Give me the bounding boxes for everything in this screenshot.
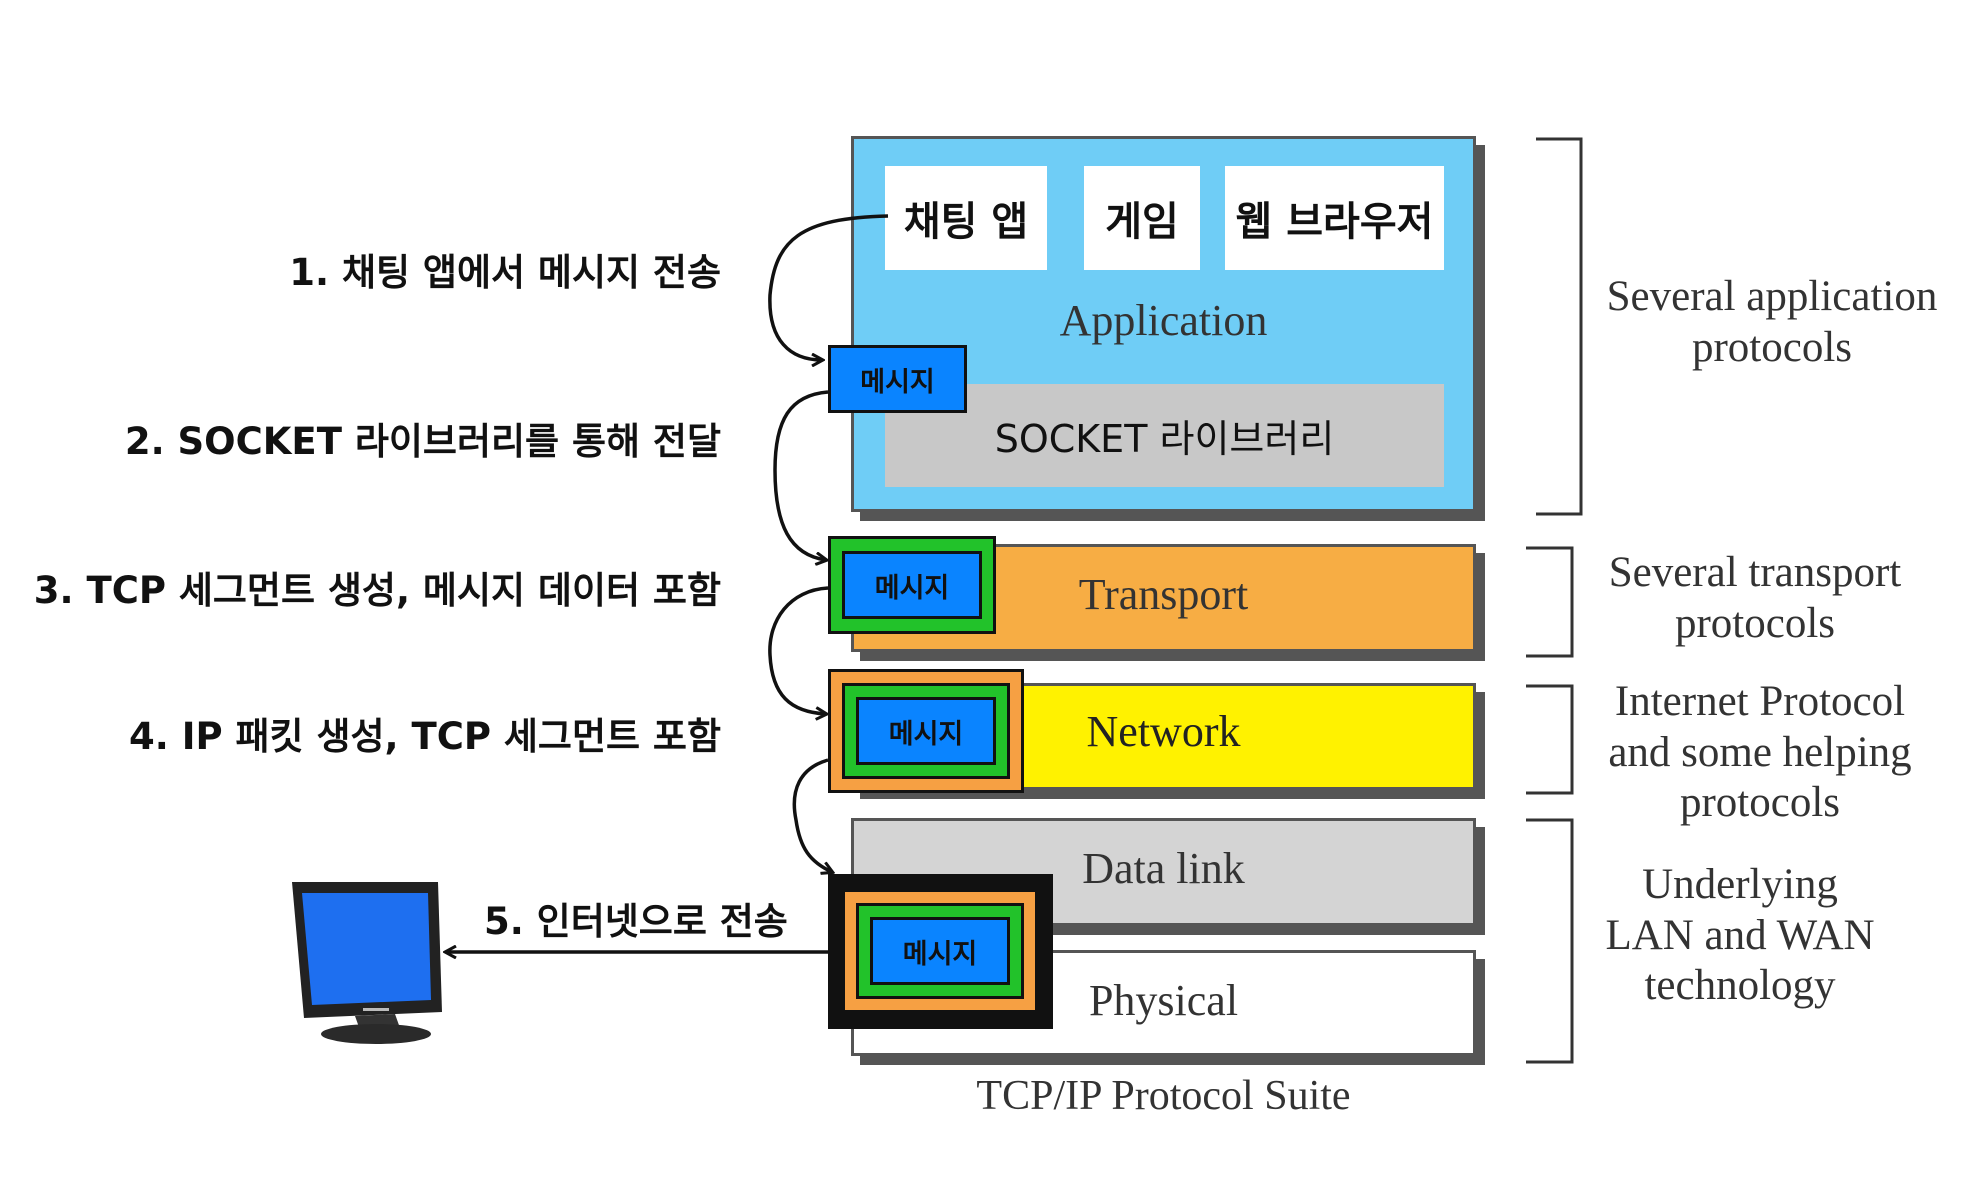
frame: 메시지 xyxy=(828,874,1053,1029)
socket-library: SOCKET 라이브러리 xyxy=(885,384,1444,487)
transport-label: Transport xyxy=(1078,570,1249,619)
step-3: 3. TCP 세그먼트 생성, 메시지 데이터 포함 xyxy=(33,569,721,612)
app-game: 게임 xyxy=(1084,166,1200,270)
bracket-application xyxy=(1536,137,1583,516)
message-app: 메시지 xyxy=(828,345,967,413)
app-web-browser: 웹 브라우저 xyxy=(1225,166,1444,270)
step-5: 5. 인터넷으로 전송 xyxy=(484,900,788,943)
arrow-2 xyxy=(773,390,828,560)
application-layer: 채팅 앱 게임 웹 브라우저 Application SOCKET 라이브러리 xyxy=(851,136,1476,512)
message-in-segment: 메시지 xyxy=(842,551,982,619)
app-chat: 채팅 앱 xyxy=(885,166,1047,270)
tcp-segment-in-packet: 메시지 xyxy=(842,683,1010,779)
socket-library-label: SOCKET 라이브러리 xyxy=(994,417,1335,461)
step-4: 4. IP 패킷 생성, TCP 세그먼트 포함 xyxy=(129,715,721,758)
physical-label: Physical xyxy=(1088,976,1239,1025)
ip-packet: 메시지 xyxy=(828,669,1024,793)
application-label: Application xyxy=(1059,296,1268,345)
arrow-3 xyxy=(768,586,828,714)
step-2: 2. SOCKET 라이브러리를 통해 전달 xyxy=(124,420,721,463)
tcp-segment-in-frame: 메시지 xyxy=(856,903,1024,999)
tcp-segment: 메시지 xyxy=(828,536,996,634)
network-label: Network xyxy=(1086,707,1241,756)
ip-packet-in-frame: 메시지 xyxy=(842,889,1038,1013)
bracket-transport xyxy=(1526,546,1574,658)
bracket-network xyxy=(1526,684,1574,795)
datalink-label: Data link xyxy=(1082,844,1245,893)
suite-caption: TCP/IP Protocol Suite xyxy=(976,1073,1351,1119)
message-in-packet: 메시지 xyxy=(856,697,996,765)
arrow-4 xyxy=(792,758,832,872)
message-in-frame: 메시지 xyxy=(870,917,1010,985)
computer-monitor-icon xyxy=(292,882,442,1044)
step-1: 1. 채팅 앱에서 메시지 전송 xyxy=(289,251,721,294)
arrow-1 xyxy=(768,214,889,360)
bracket-link xyxy=(1526,818,1574,1064)
